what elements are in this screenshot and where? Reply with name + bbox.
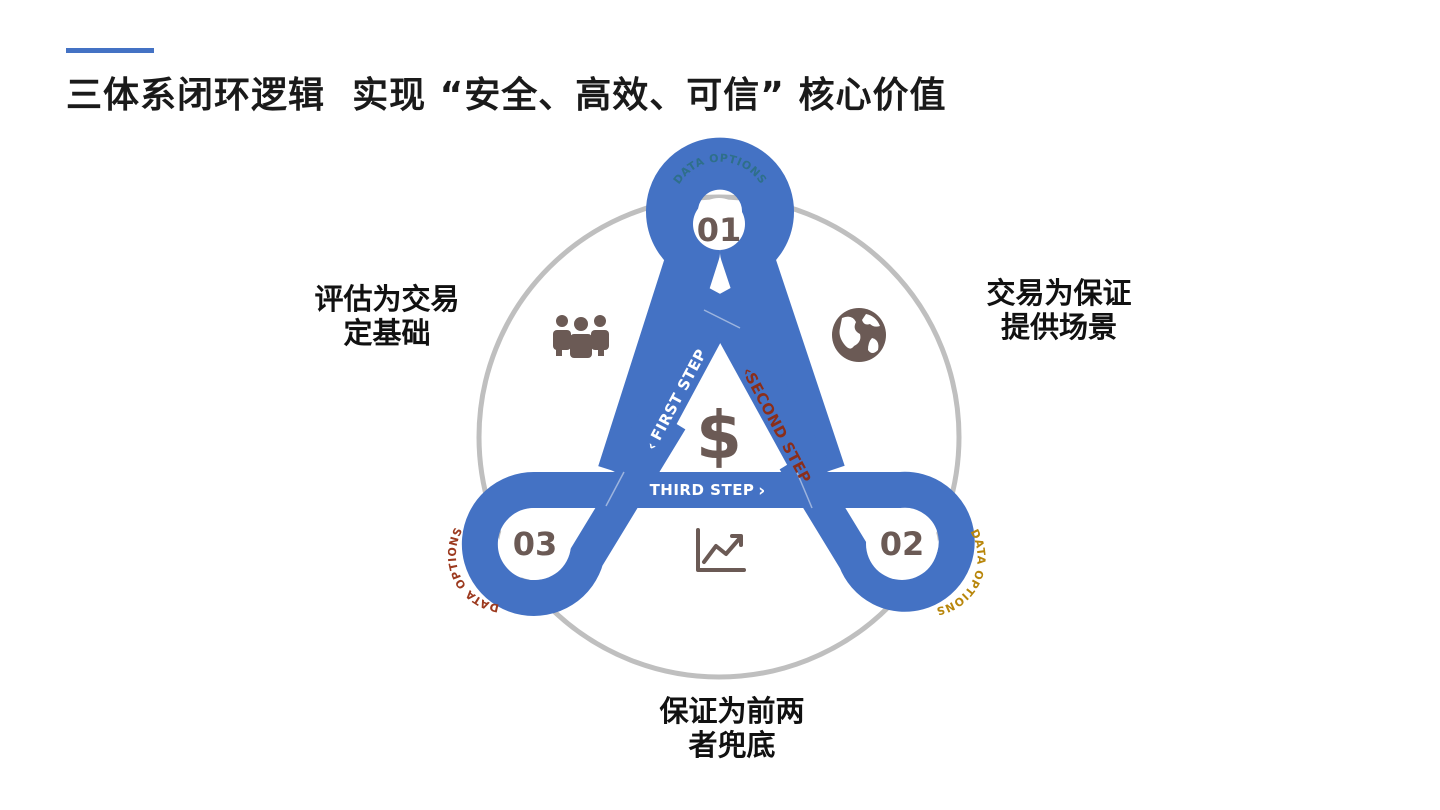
label-trading-line-2: 提供场景 <box>1000 310 1117 344</box>
third-step-chevron: › <box>758 481 766 501</box>
label-evaluation-line-2: 定基础 <box>343 316 431 350</box>
label-evaluation: 评估为交易 定基础 <box>277 282 497 350</box>
title-accent-bar <box>66 48 154 53</box>
third-step-label: THIRD STEP › <box>650 481 766 501</box>
band-fold-line <box>605 471 625 507</box>
dollar-icon: $ <box>696 397 742 474</box>
loop-03-hole <box>499 508 571 580</box>
loop-02-number: 02 <box>880 525 925 563</box>
label-guarantee-line-1: 保证为前两 <box>659 694 805 728</box>
label-evaluation-line-1: 评估为交易 <box>314 282 460 316</box>
page-title: 三体系闭环逻辑 实现 “安全、高效、可信” 核心价值 <box>66 75 947 116</box>
outer-ring <box>476 194 962 680</box>
second-step-band <box>699 286 833 488</box>
label-guarantee-line-2: 者兜底 <box>688 728 776 762</box>
label-guarantee: 保证为前两 者兜底 <box>622 694 842 762</box>
band-fold-line <box>795 469 813 509</box>
loop-03-band <box>461 410 690 616</box>
label-trading: 交易为保证 提供场景 <box>949 276 1169 344</box>
loop-02-hole <box>866 508 938 580</box>
people-icon <box>553 315 609 358</box>
band-fold-line <box>703 309 741 329</box>
third-step-text: THIRD STEP <box>650 481 755 499</box>
loop-01-number: 01 <box>697 211 742 249</box>
loop-03-number: 03 <box>513 525 558 563</box>
label-trading-line-1: 交易为保证 <box>986 276 1132 310</box>
loop-02-band <box>630 450 975 612</box>
globe-icon <box>832 308 886 362</box>
loop-01-band <box>598 137 845 483</box>
loop-01-hole <box>693 198 745 250</box>
trend-chart-icon <box>696 528 746 572</box>
first-step-band <box>609 286 741 488</box>
